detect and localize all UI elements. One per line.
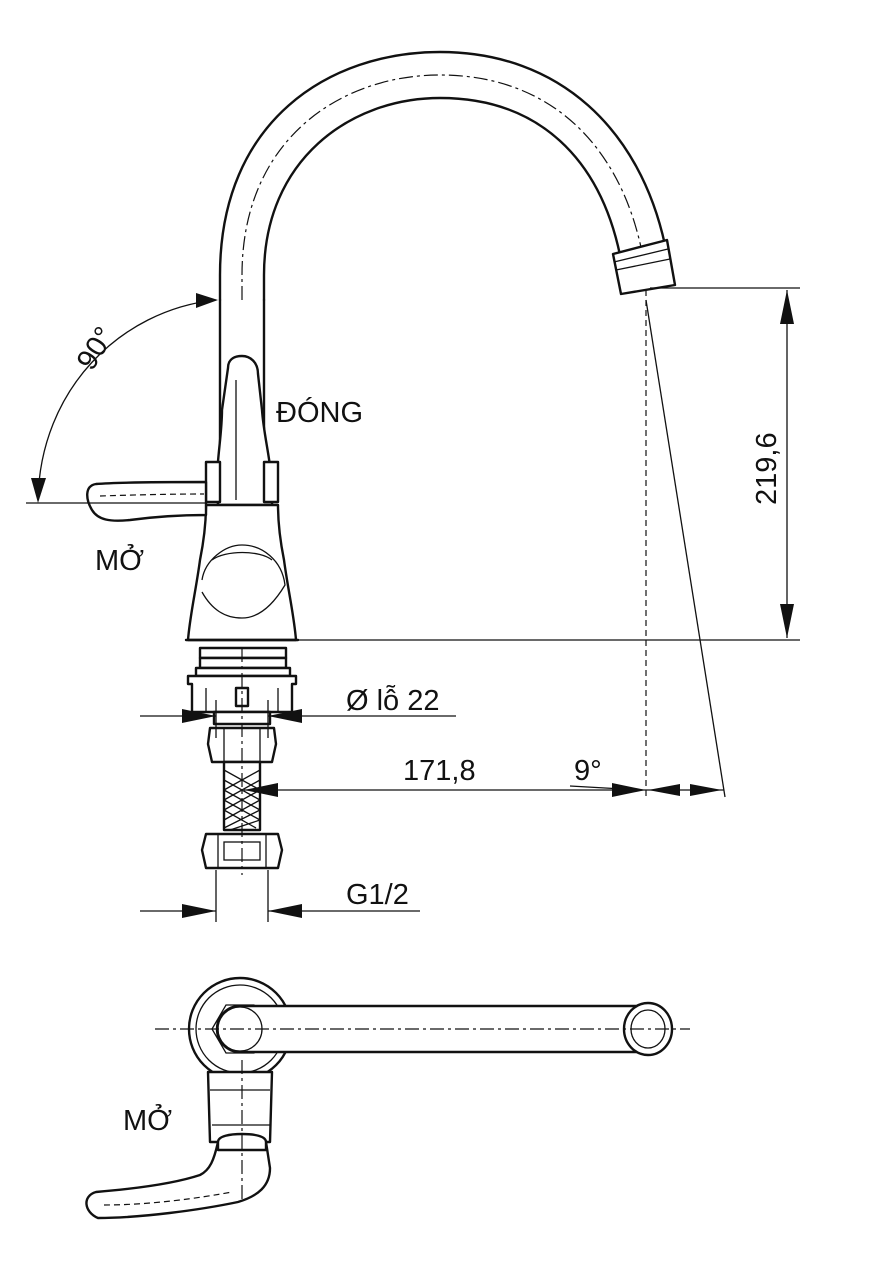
angle-label: 90° [71,322,121,376]
spout [218,50,677,302]
hole-diameter-dimension: Ø lỗ 22 [140,684,456,738]
height-value: 219,6 [751,432,783,505]
height-dimension: 219,6 [298,287,800,641]
open-position-label: MỞ [95,543,144,577]
closed-position-label: ĐÓNG [276,396,363,429]
faucet-body [26,298,300,642]
rotation-angle-dimension: 90° [31,293,218,503]
thread-label: G1/2 [346,879,409,911]
spout-angle-label: 9° [574,755,602,787]
open-position-label-top: MỞ [123,1103,172,1137]
hole-diameter-label: Ø lỗ 22 [346,684,440,717]
top-view [85,976,690,1220]
reach-dimension: 171,8 9° [244,290,726,800]
reach-value: 171,8 [403,755,476,787]
mounting-hardware [186,646,298,875]
thread-dimension: G1/2 [140,870,420,922]
